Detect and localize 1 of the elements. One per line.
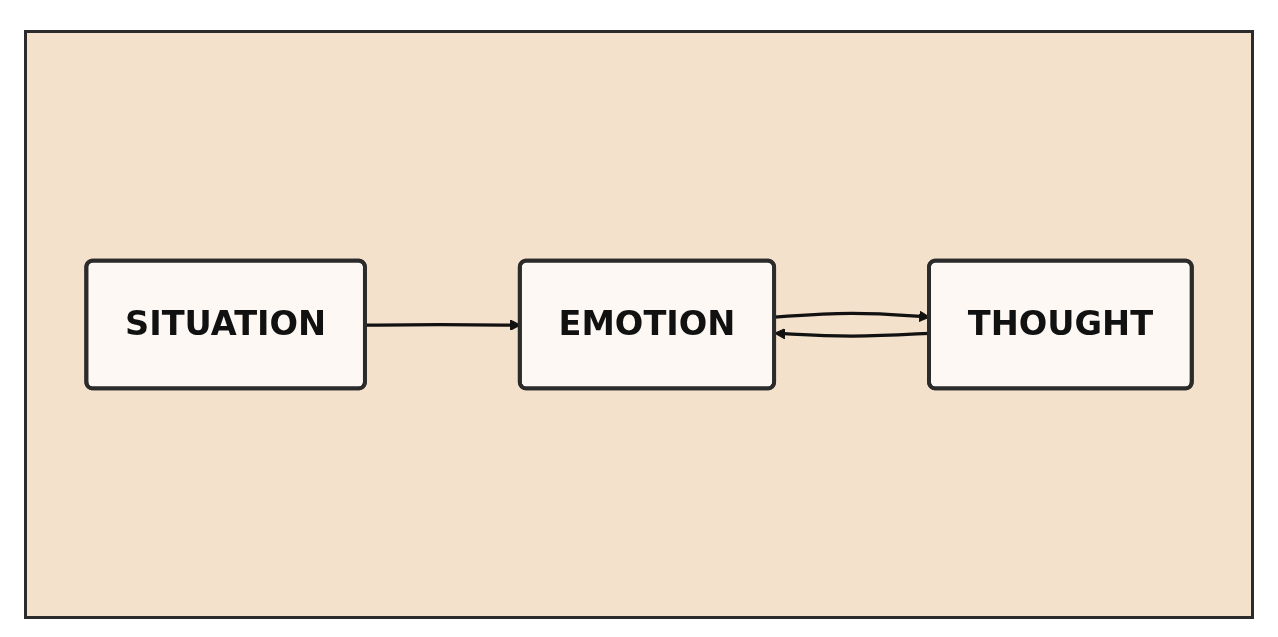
canvas-background: SITUATION EMOTION THOUGHT — [24, 30, 1254, 619]
